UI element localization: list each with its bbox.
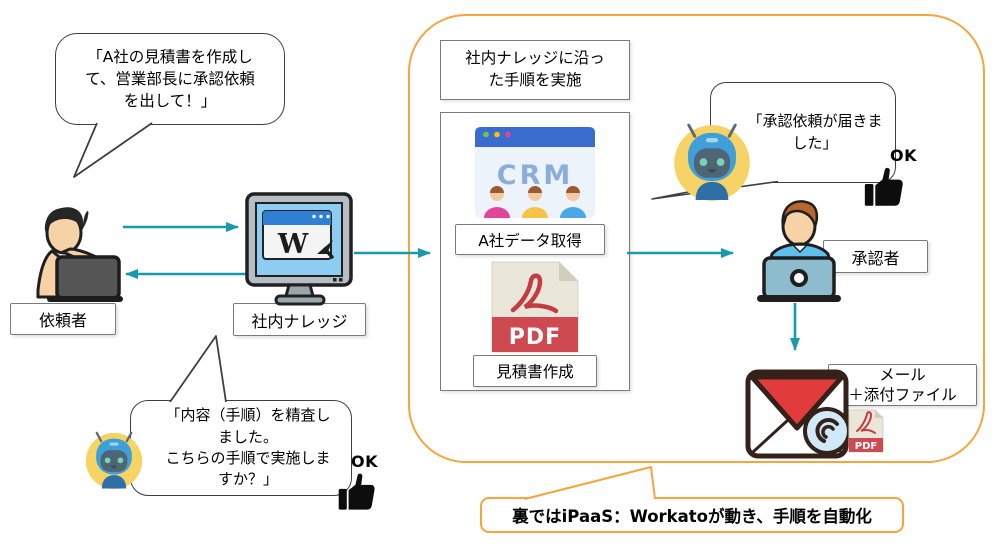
footer-callout-tail — [524, 466, 656, 500]
procedure-header-box: 社内ナレッジに沿っ た手順を実施 — [440, 40, 630, 100]
request-speech-bubble: 「A社の見積書を作成し て、営業部長に承認依頼 を出して！」 — [55, 33, 285, 125]
mail-label: メール ＋添付ファイル — [828, 364, 977, 406]
wiki-w-glyph: W — [277, 229, 309, 260]
request-bubble-text: 「A社の見積書を作成し て、営業部長に承認依頼 を出して！」 — [85, 48, 255, 110]
requester-label: 依頼者 — [10, 303, 116, 335]
review-bubble-text: 「内容（手順）を精査し ました。 こちらの手順で実施しま すか？」 — [165, 406, 331, 489]
workato-automation-container — [408, 14, 985, 463]
requester-person-icon — [36, 207, 123, 302]
knowledge-computer-icon: W — [245, 192, 353, 306]
review-speech-bubble: 「内容（手順）を精査し ました。 こちらの手順で実施しま すか？」 — [130, 400, 352, 496]
approver-label: 承認者 — [823, 240, 928, 273]
ok-label-notify: OK — [890, 146, 917, 165]
review-bubble-tail — [169, 335, 227, 403]
pdf-step-label: 見積書作成 — [473, 355, 597, 387]
notify-speech-bubble: 「承認依頼が届きま した」 — [710, 82, 896, 183]
knowledge-label: 社内ナレッジ — [233, 303, 366, 336]
request-bubble-tail — [73, 122, 153, 178]
notify-bubble-text: 「承認依頼が届きま した」 — [747, 112, 883, 152]
workato-caption: 裏ではiPaaS：Workatoが動き、手順を自動化 — [480, 497, 904, 533]
ok-label-review: OK — [351, 452, 378, 471]
crm-step-label: A社データ取得 — [455, 224, 605, 255]
